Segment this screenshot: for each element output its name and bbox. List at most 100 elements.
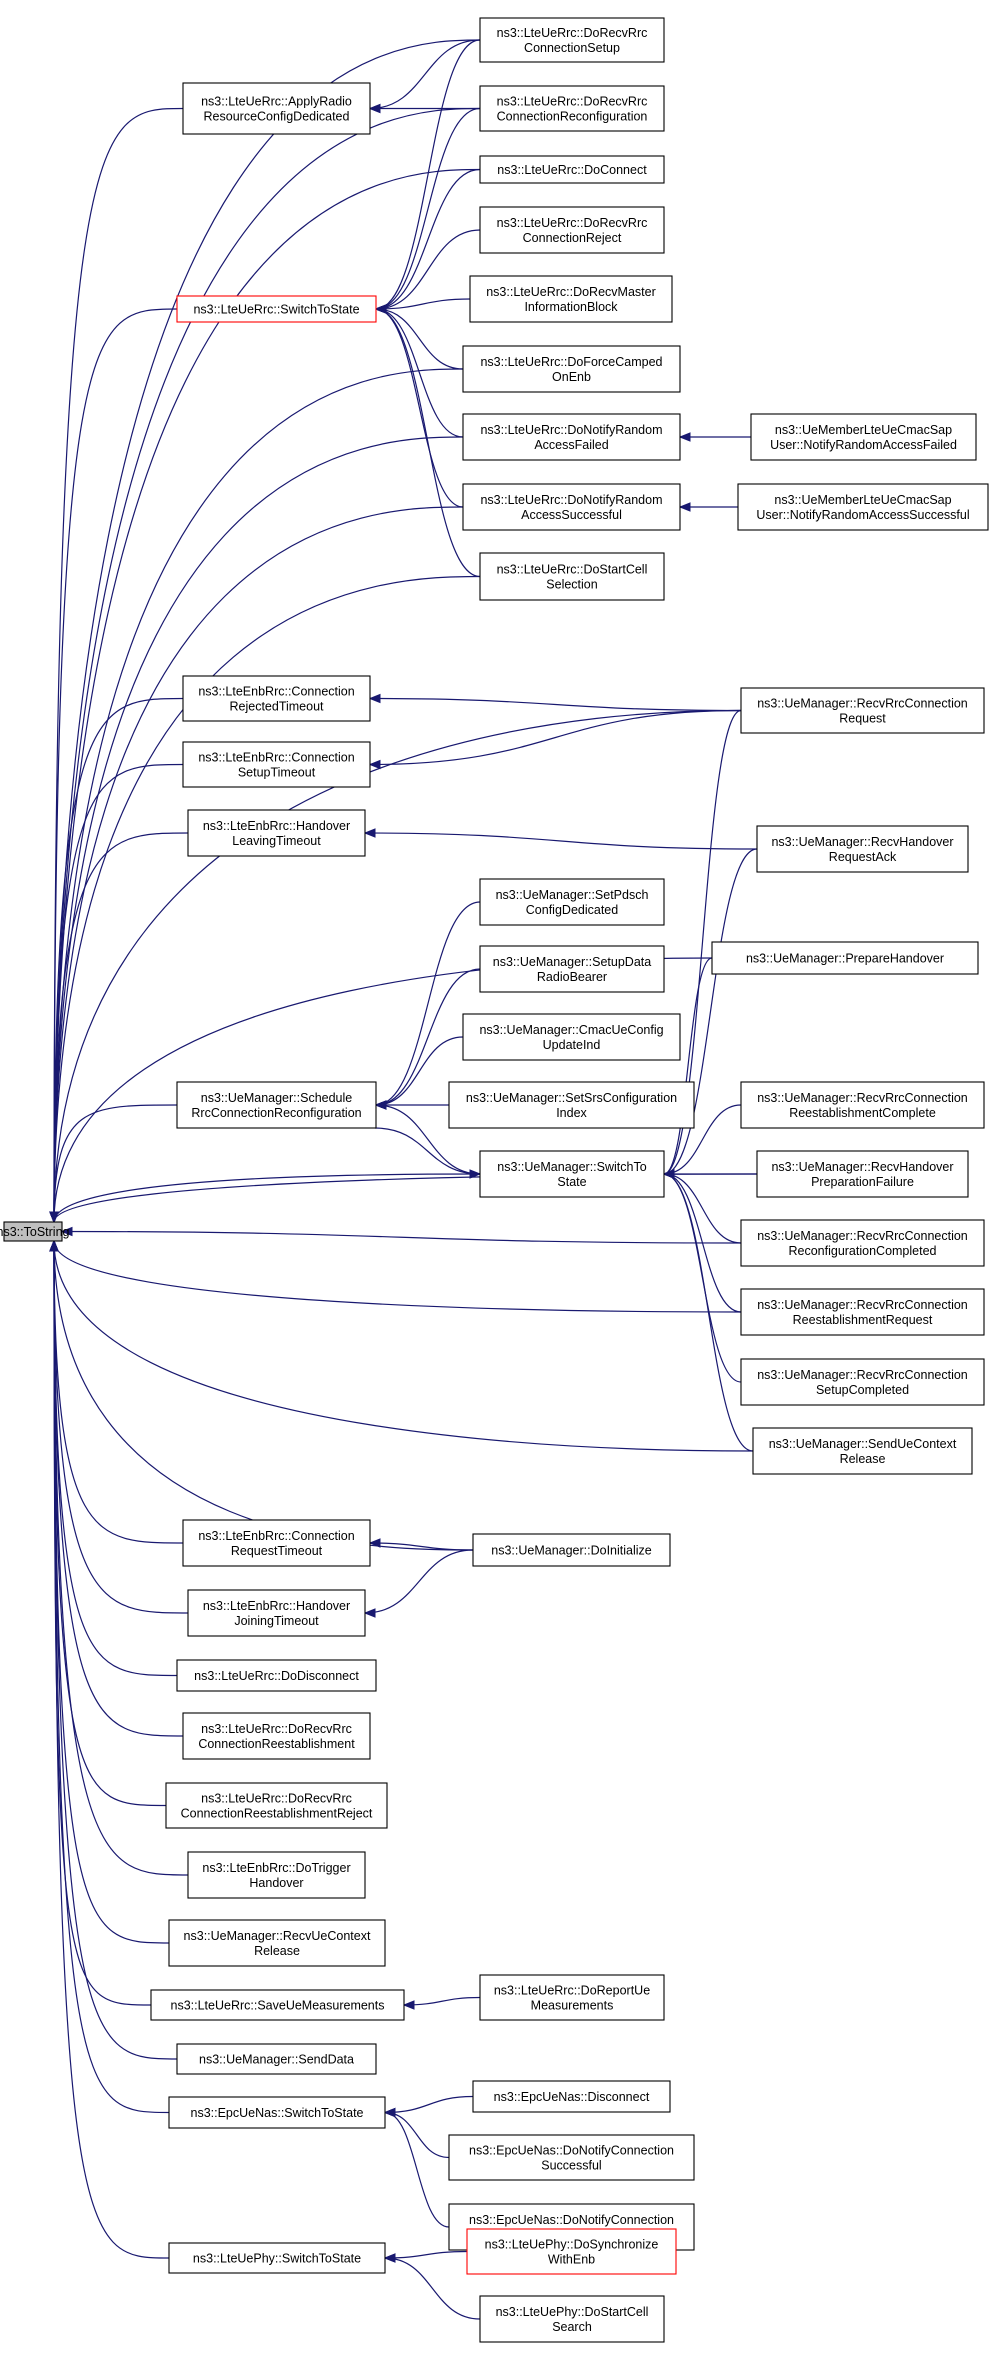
- node-label: ns3::LteUeRrc::DoRecvRrc: [201, 1722, 352, 1736]
- node-label: ns3::LteUeRrc::DoStartCell: [497, 563, 648, 577]
- node-phy_switch[interactable]: ns3::LteUePhy::SwitchToState: [168, 2242, 386, 2274]
- node-ue_disconnect[interactable]: ns3::LteUeRrc::DoDisconnect: [176, 1659, 377, 1692]
- node-ue_reestreject[interactable]: ns3::LteUeRrc::DoRecvRrcConnectionReesta…: [165, 1782, 388, 1829]
- node-box: [3, 1221, 63, 1242]
- edge-um_hoprepfail-to-tostring: [53, 1173, 758, 1223]
- arrowhead: [368, 693, 381, 704]
- node-um_reestcomplete[interactable]: ns3::UeManager::RecvRrcConnectionReestab…: [740, 1081, 985, 1129]
- node-ue_rrcreconf[interactable]: ns3::LteUeRrc::DoRecvRrcConnectionReconf…: [479, 85, 665, 132]
- edge-um_doinit-to-tostring: [53, 1240, 474, 1551]
- edge-ue_rrcsetup-to-ue_switch: [375, 39, 481, 310]
- node-nas_connsuccess[interactable]: ns3::EpcUeNas::DoNotifyConnectionSuccess…: [448, 2134, 695, 2181]
- node-cmac_failed[interactable]: ns3::UeMemberLteUeCmacSapUser::NotifyRan…: [750, 413, 977, 461]
- node-box: [472, 1533, 671, 1567]
- edge-um_recvrrcreq-to-enb_setuptimeout: [369, 709, 742, 766]
- node-cmac_success[interactable]: ns3::UeMemberLteUeCmacSapUser::NotifyRan…: [737, 483, 989, 531]
- node-box: [740, 1219, 985, 1267]
- node-um_prepho[interactable]: ns3::UeManager::PrepareHandover: [711, 941, 979, 975]
- edge-um_prepho-to-um_switch: [663, 957, 713, 1175]
- node-label: State: [557, 1175, 586, 1189]
- node-um_doinit[interactable]: ns3::UeManager::DoInitialize: [472, 1533, 671, 1567]
- node-um_hoprepfail[interactable]: ns3::UeManager::RecvHandoverPreparationF…: [756, 1150, 969, 1198]
- edge-ue_rrcsetup-to-ue_applyradio: [369, 39, 481, 110]
- edge-um_recvrrcreq-to-um_switch: [663, 709, 742, 1175]
- node-box: [176, 1659, 377, 1692]
- node-tostring[interactable]: ns3::ToString: [0, 1221, 70, 1242]
- node-um_senddata[interactable]: ns3::UeManager::SendData: [176, 2043, 377, 2075]
- edge-ue_doconnect-to-ue_switch: [375, 168, 481, 310]
- node-ue_doconnect[interactable]: ns3::LteUeRrc::DoConnect: [479, 155, 665, 184]
- node-um_setupcompleted[interactable]: ns3::UeManager::RecvRrcConnectionSetupCo…: [740, 1358, 985, 1406]
- node-label: WithEnb: [548, 2253, 595, 2267]
- edge-enb_rejtimeout-to-tostring: [53, 697, 184, 1223]
- node-box: [182, 741, 371, 788]
- node-ue_switch[interactable]: ns3::LteUeRrc::SwitchToState: [176, 295, 377, 323]
- node-label: ns3::UeManager::SetSrsConfiguration: [466, 1091, 677, 1105]
- edge-ue_rrcreject-to-ue_switch: [375, 229, 481, 310]
- node-ue_mib[interactable]: ns3::LteUeRrc::DoRecvMasterInformationBl…: [469, 275, 673, 323]
- edge-um_recvctxrel-to-tostring: [53, 1240, 170, 1944]
- arrowhead: [363, 828, 376, 838]
- edge-enb_reqtimeout-to-tostring: [53, 1240, 184, 1544]
- edge-um_senddata-to-tostring: [53, 1240, 178, 2060]
- node-box: [187, 1589, 366, 1637]
- node-enb_rejtimeout[interactable]: ns3::LteEnbRrc::ConnectionRejectedTimeou…: [182, 675, 371, 722]
- node-ue_applyradio[interactable]: ns3::LteUeRrc::ApplyRadioResourceConfigD…: [182, 82, 371, 135]
- node-label: Handover: [249, 1876, 303, 1890]
- edge-ue_mib-to-ue_switch: [375, 298, 471, 310]
- node-box: [479, 155, 665, 184]
- edge-ue_startcell-to-ue_switch: [375, 308, 481, 578]
- node-nas_disconnect[interactable]: ns3::EpcUeNas::Disconnect: [472, 2080, 671, 2113]
- edge-ue_rasuccess-to-tostring: [53, 506, 464, 1223]
- node-um_reestreq[interactable]: ns3::UeManager::RecvRrcConnectionReestab…: [740, 1288, 985, 1336]
- node-box: [176, 295, 377, 323]
- node-box: [756, 825, 969, 873]
- edge-ue_rrcreconf-to-tostring: [53, 107, 481, 1223]
- node-label: ns3::LteUeRrc::DoNotifyRandom: [480, 493, 662, 507]
- node-ue_rafailed[interactable]: ns3::LteUeRrc::DoNotifyRandomAccessFaile…: [462, 413, 681, 461]
- node-um_reconfcompleted[interactable]: ns3::UeManager::RecvRrcConnectionReconfi…: [740, 1219, 985, 1267]
- edge-ue_startcell-to-tostring: [53, 575, 481, 1223]
- node-label: ns3::UeManager::RecvHandover: [771, 1160, 953, 1174]
- node-box: [750, 413, 977, 461]
- node-label: ns3::EpcUeNas::Disconnect: [494, 2090, 650, 2104]
- node-label: User::NotifyRandomAccessSuccessful: [756, 508, 969, 522]
- node-label: ns3::LteUeRrc::DoDisconnect: [194, 1669, 359, 1683]
- node-label: ns3::EpcUeNas::DoNotifyConnection: [469, 2144, 674, 2158]
- node-ue_savemeas[interactable]: ns3::LteUeRrc::SaveUeMeasurements: [150, 1989, 405, 2021]
- node-box: [187, 1851, 366, 1899]
- arrowhead: [678, 502, 691, 512]
- node-ue_reest[interactable]: ns3::LteUeRrc::DoRecvRrcConnectionReesta…: [182, 1712, 371, 1760]
- node-label: ns3::UeManager::RecvRrcConnection: [757, 1091, 968, 1105]
- edge-um_sendctxrel-to-tostring: [53, 1240, 754, 1452]
- edge-phy_switch-to-tostring: [53, 1240, 170, 2259]
- node-nas_switch[interactable]: ns3::EpcUeNas::SwitchToState: [168, 2096, 386, 2129]
- arrowhead: [374, 304, 387, 314]
- node-ue_rasuccess[interactable]: ns3::LteUeRrc::DoNotifyRandomAccessSucce…: [462, 483, 681, 531]
- node-box: [187, 809, 366, 857]
- node-um_schedule[interactable]: ns3::UeManager::ScheduleRrcConnectionRec…: [176, 1081, 377, 1129]
- node-um_switch[interactable]: ns3::UeManager::SwitchToState: [479, 1150, 665, 1198]
- node-label: RejectedTimeout: [229, 700, 324, 714]
- edge-ue_reportmeas-to-ue_savemeas: [403, 1996, 481, 2006]
